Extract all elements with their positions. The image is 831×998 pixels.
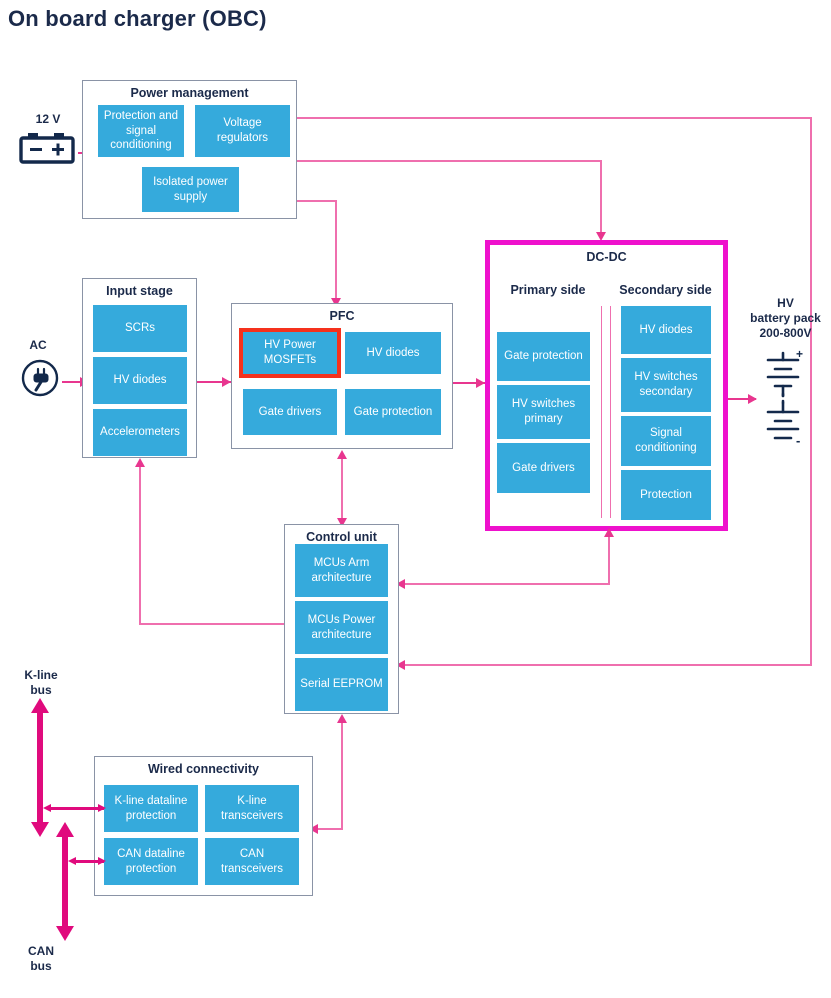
arrowhead-can-to-block: [98, 857, 106, 865]
connector-pfc-control-v: [341, 458, 343, 524]
hv-output-label: HV battery pack 200-800V: [740, 296, 831, 341]
connector-pm-to-pfc-v: [335, 200, 337, 302]
can-bus-line2: bus: [30, 959, 52, 973]
connector-right-bus-to-control-h: [398, 664, 812, 666]
ac-input-label: AC: [29, 338, 47, 352]
arrowhead-control-to-dcdc: [604, 528, 614, 537]
group-title-input-stage: Input stage: [106, 284, 173, 298]
hv-output-line2: battery pack: [750, 311, 821, 325]
arrowhead-into-pfc: [222, 377, 231, 387]
arrowhead-kline-to-block: [98, 804, 106, 812]
group-title-dcdc: DC-DC: [586, 250, 627, 264]
connector-right-bus-v: [810, 117, 812, 665]
connector-pfc-to-dcdc: [453, 382, 485, 384]
isolation-barrier-line-left: [601, 306, 603, 518]
connector-wired-to-control-v: [341, 722, 343, 829]
kline-bus-label: K-line bus: [10, 668, 72, 698]
svg-text:-: -: [796, 433, 800, 448]
group-title-control-unit: Control unit: [306, 530, 377, 544]
block-pfc-hv-diodes[interactable]: HV diodes: [345, 332, 441, 374]
isolation-barrier-line-right: [610, 306, 612, 518]
can-bus-arrowhead-up: [56, 822, 74, 837]
connector-control-to-input-stage-v: [139, 466, 141, 624]
kline-bus-arrowhead-down: [31, 822, 49, 837]
hv-output-line1: HV: [777, 296, 794, 310]
block-dcdc-protection[interactable]: Protection: [621, 470, 711, 520]
connector-pm-to-right-bus-h: [297, 117, 812, 119]
arrowhead-right-bus-into-control: [396, 660, 405, 670]
can-bus-arrowhead-down: [56, 926, 74, 941]
kline-bus-arrowhead-up: [31, 698, 49, 713]
subtitle-primary-side: Primary side: [510, 283, 586, 297]
connector-ac-to-input-stage: [62, 381, 90, 383]
block-kline-transceivers[interactable]: K-line transceivers: [205, 785, 299, 832]
arrowhead-control-into-wired: [309, 824, 318, 834]
can-bus-line1: CAN: [28, 944, 54, 958]
kline-bus-line1: K-line: [24, 668, 58, 682]
block-accelerometers[interactable]: Accelerometers: [93, 409, 187, 456]
block-dcdc-primary-gate-protection[interactable]: Gate protection: [497, 332, 590, 381]
dc-input-label: 12 V: [35, 112, 61, 126]
battery-cells-icon: + -: [752, 347, 814, 448]
block-scrs[interactable]: SCRs: [93, 305, 187, 352]
block-dcdc-primary-gate-drivers[interactable]: Gate drivers: [497, 443, 590, 493]
block-pfc-gate-drivers[interactable]: Gate drivers: [243, 389, 337, 435]
arrowhead-pfc-to-control: [337, 518, 347, 527]
block-mcus-arm-architecture[interactable]: MCUs Arm architecture: [295, 544, 388, 597]
block-hv-power-mosfets[interactable]: HV Power MOSFETs: [243, 332, 337, 374]
ac-plug-icon: [18, 356, 62, 400]
block-can-dataline-protection[interactable]: CAN dataline protection: [104, 838, 198, 885]
block-voltage-regulators[interactable]: Voltage regulators: [195, 105, 290, 157]
block-input-hv-diodes[interactable]: HV diodes: [93, 357, 187, 404]
arrowhead-can-to-bus: [68, 857, 76, 865]
arrowhead-kline-to-bus: [43, 804, 51, 812]
kline-bus-line2: bus: [30, 683, 52, 697]
connector-input-stage-to-pfc: [197, 381, 231, 383]
group-title-wired-connectivity: Wired connectivity: [147, 762, 260, 776]
connector-dcdc-to-control-h: [400, 583, 610, 585]
block-pfc-gate-protection[interactable]: Gate protection: [345, 389, 441, 435]
arrowhead-into-hv-battery: [748, 394, 757, 404]
arrowhead-into-input-stage: [135, 458, 145, 467]
connector-dcdc-to-hv-battery: [728, 398, 756, 400]
connector-can-bus-to-protection: [72, 860, 104, 863]
connector-dcdc-to-control-v: [608, 536, 610, 584]
arrowhead-wired-into-control: [337, 714, 347, 723]
kline-bus-arrow-shaft: [37, 712, 43, 824]
connector-control-to-input-stage-h: [139, 623, 284, 625]
group-title-pfc: PFC: [329, 309, 355, 323]
car-battery-icon: [19, 131, 77, 165]
connector-kline-bus-to-protection: [47, 807, 104, 810]
arrowhead-pm-into-pfc: [331, 298, 341, 307]
block-can-transceivers[interactable]: CAN transceivers: [205, 838, 299, 885]
connector-pm-to-pfc-h: [297, 200, 337, 202]
block-kline-dataline-protection[interactable]: K-line dataline protection: [104, 785, 198, 832]
arrowhead-pm-into-dcdc: [596, 232, 606, 241]
svg-text:+: +: [796, 350, 803, 361]
can-bus-arrow-shaft: [62, 836, 68, 928]
hv-output-line3: 200-800V: [759, 326, 812, 340]
block-isolated-power-supply[interactable]: Isolated power supply: [142, 167, 239, 212]
page-title: On board charger (OBC): [8, 6, 267, 31]
block-protection-and-signal-conditioning[interactable]: Protection and signal conditioning: [98, 105, 184, 157]
connector-pm-to-dcdc-h: [297, 160, 601, 162]
block-dcdc-secondary-hv-diodes[interactable]: HV diodes: [621, 306, 711, 354]
subtitle-secondary-side: Secondary side: [619, 283, 712, 297]
block-mcus-power-architecture[interactable]: MCUs Power architecture: [295, 601, 388, 654]
arrowhead-into-dcdc: [476, 378, 485, 388]
block-dcdc-hv-switches-secondary[interactable]: HV switches secondary: [621, 358, 711, 412]
block-dcdc-signal-conditioning[interactable]: Signal conditioning: [621, 416, 711, 466]
arrowhead-control-to-pfc: [337, 450, 347, 459]
can-bus-label: CAN bus: [10, 944, 72, 974]
block-serial-eeprom[interactable]: Serial EEPROM: [295, 658, 388, 711]
block-dcdc-hv-switches-primary[interactable]: HV switches primary: [497, 385, 590, 439]
arrowhead-dcdc-into-control: [396, 579, 405, 589]
connector-wired-to-control-h: [313, 828, 343, 830]
group-title-power-management: Power management: [130, 86, 249, 100]
connector-pm-to-dcdc-v: [600, 160, 602, 236]
